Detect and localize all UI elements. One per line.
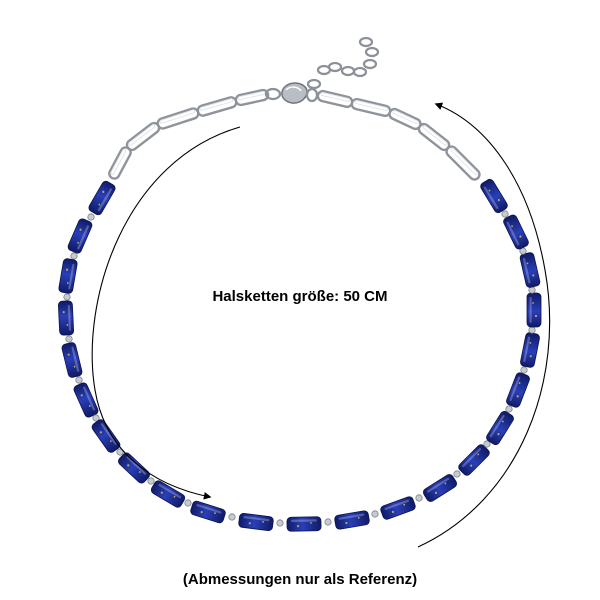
lapis-bead: [67, 218, 93, 254]
chain-link-highlight: [199, 98, 234, 111]
lapis-bead: [458, 444, 490, 476]
spacer-bead: [415, 494, 423, 502]
chain-link-highlight: [237, 91, 266, 101]
chain-link-highlight: [354, 100, 389, 112]
chain-link-highlight: [392, 110, 419, 125]
lapis-bead: [526, 292, 542, 328]
spacer-bead: [65, 335, 73, 343]
chain-right: [316, 89, 481, 181]
lapis-bead: [423, 474, 457, 502]
lapis-bead-strand: [57, 178, 542, 532]
spacer-bead: [184, 499, 192, 507]
lapis-bead: [118, 452, 150, 484]
lapis-bead: [57, 300, 75, 336]
lobster-clasp-icon: [264, 82, 319, 104]
chain-link-highlight: [110, 149, 127, 176]
spacer-bead: [92, 414, 100, 422]
lapis-bead: [480, 178, 508, 214]
lapis-bead: [503, 214, 529, 250]
spacer-bead: [528, 326, 536, 334]
chain-link-highlight: [422, 125, 448, 146]
dimensions-disclaimer: (Abmessungen nur als Referenz): [182, 571, 418, 588]
chain-link-highlight: [320, 92, 351, 103]
spacer-bead: [147, 477, 155, 485]
lapis-bead: [506, 372, 530, 408]
spacer-bead: [505, 405, 513, 413]
lapis-bead: [61, 342, 83, 378]
necklace-size-label: Halsketten größe: 50 CM: [212, 288, 388, 305]
lapis-bead: [91, 419, 121, 453]
spacer-bead: [520, 366, 528, 374]
lapis-bead: [520, 332, 540, 368]
lapis-bead: [150, 480, 186, 508]
chain-left: [108, 88, 270, 180]
spacer-bead: [70, 252, 78, 260]
spacer-bead: [483, 440, 491, 448]
spacer-bead: [453, 470, 461, 478]
chain-link: [234, 88, 270, 107]
lapis-bead: [73, 382, 99, 418]
lapis-bead: [334, 510, 370, 530]
spacer-bead: [87, 213, 95, 221]
chain-link-highlight: [450, 147, 479, 176]
lapis-bead: [58, 258, 78, 294]
chain-link-highlight: [128, 124, 156, 146]
spacer-bead: [63, 293, 71, 301]
spacer-bead: [371, 510, 379, 518]
curved-arrow-down-icon: [91, 126, 241, 500]
lapis-bead: [238, 513, 274, 531]
curved-arrow-up-icon: [417, 102, 551, 548]
spacer-bead: [276, 519, 284, 527]
extension-chain: [306, 36, 380, 90]
spacer-bead: [501, 210, 509, 218]
chain-link: [445, 145, 481, 181]
spacer-bead: [324, 518, 332, 526]
spacer-bead: [75, 376, 83, 384]
lapis-bead: [88, 180, 116, 216]
spacer-bead: [228, 513, 236, 521]
spacer-bead: [116, 448, 124, 456]
lapis-bead: [190, 500, 226, 524]
lapis-bead: [380, 496, 416, 520]
lapis-bead: [286, 516, 322, 532]
lapis-bead: [486, 410, 514, 446]
lapis-bead: [519, 252, 541, 288]
chain-link-highlight: [159, 109, 196, 124]
